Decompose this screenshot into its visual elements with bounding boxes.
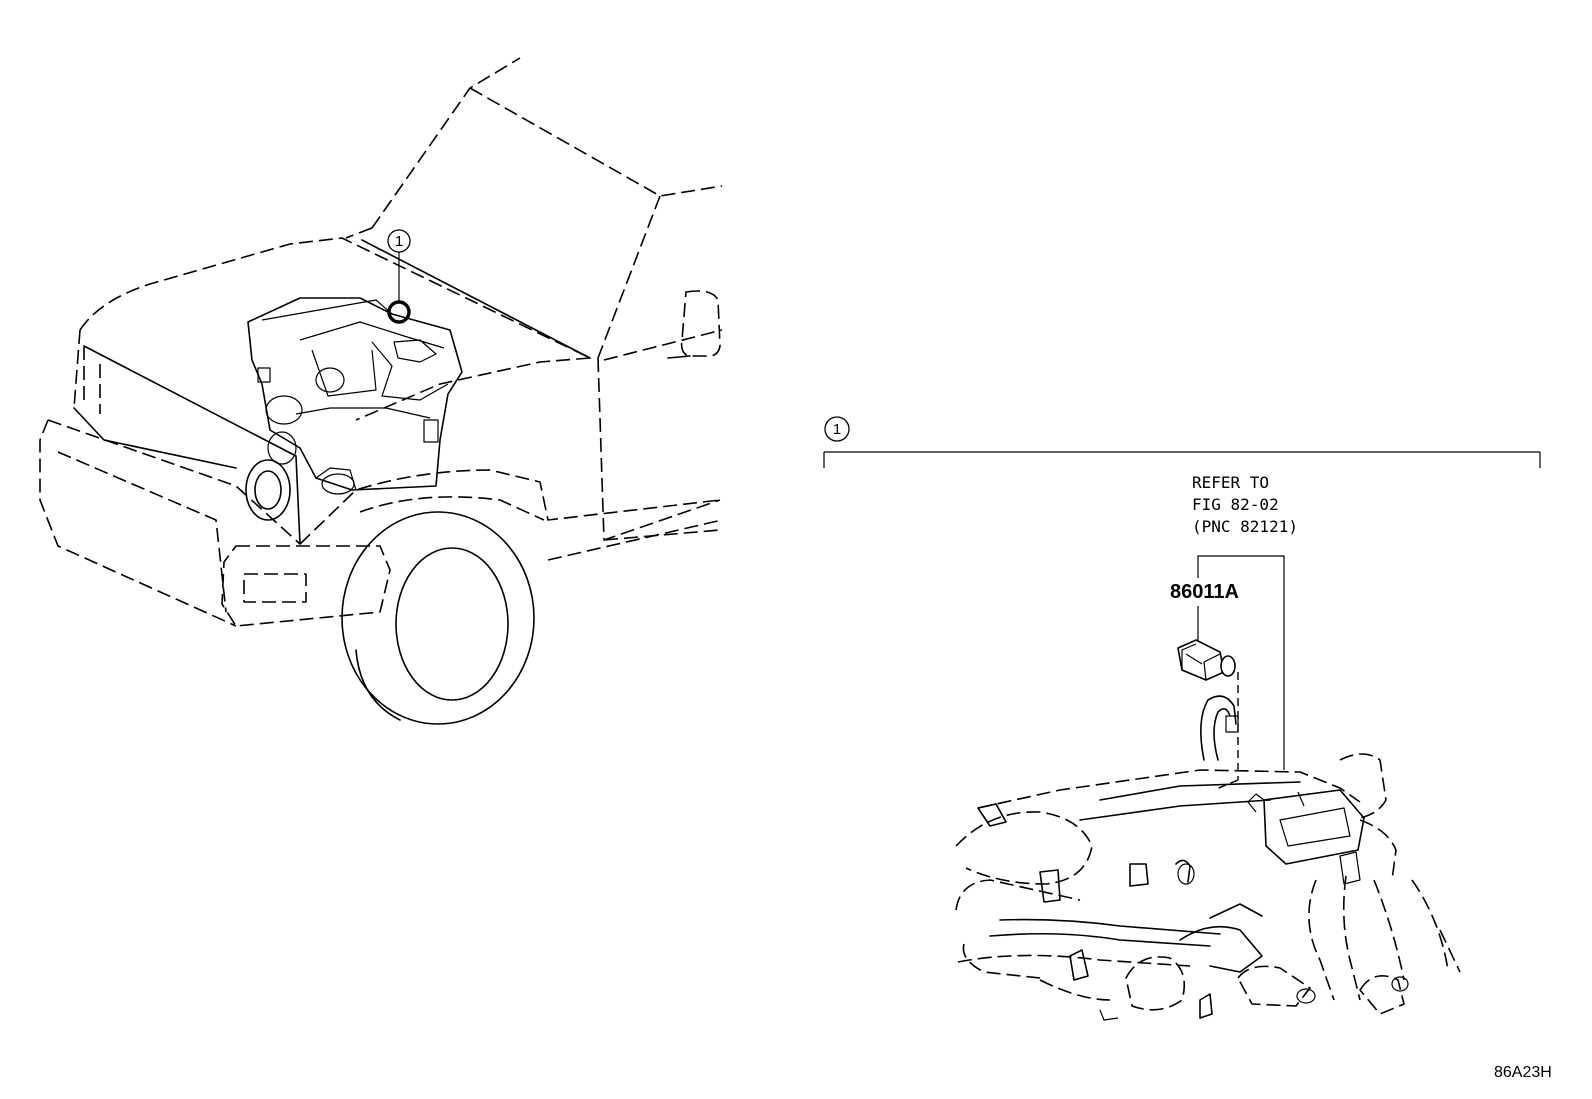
- reference-leader: [1197, 555, 1285, 770]
- component-location-marker: [387, 300, 411, 324]
- engine-harness-detail: [955, 695, 1461, 1021]
- figure-id: 86A23H: [1494, 1064, 1552, 1081]
- callout-group-number: 1: [833, 421, 841, 438]
- callout-vehicle[interactable]: 1: [387, 229, 411, 253]
- callout-group[interactable]: 1: [824, 416, 850, 442]
- callout-vehicle-number: 1: [395, 233, 403, 250]
- reference-line-3: (PNC 82121): [1192, 517, 1298, 536]
- vehicle-illustration: [39, 57, 723, 725]
- engine-illustration: [247, 297, 463, 495]
- reference-line-2: FIG 82-02: [1192, 495, 1279, 514]
- reference-note[interactable]: REFER TO FIG 82-02 (PNC 82121): [1192, 473, 1298, 536]
- reference-line-1: REFER TO: [1192, 473, 1269, 492]
- group-bracket: [823, 451, 1541, 468]
- part-number-label[interactable]: 86011A: [1170, 581, 1239, 603]
- connector-part-86011a[interactable]: [1177, 639, 1236, 681]
